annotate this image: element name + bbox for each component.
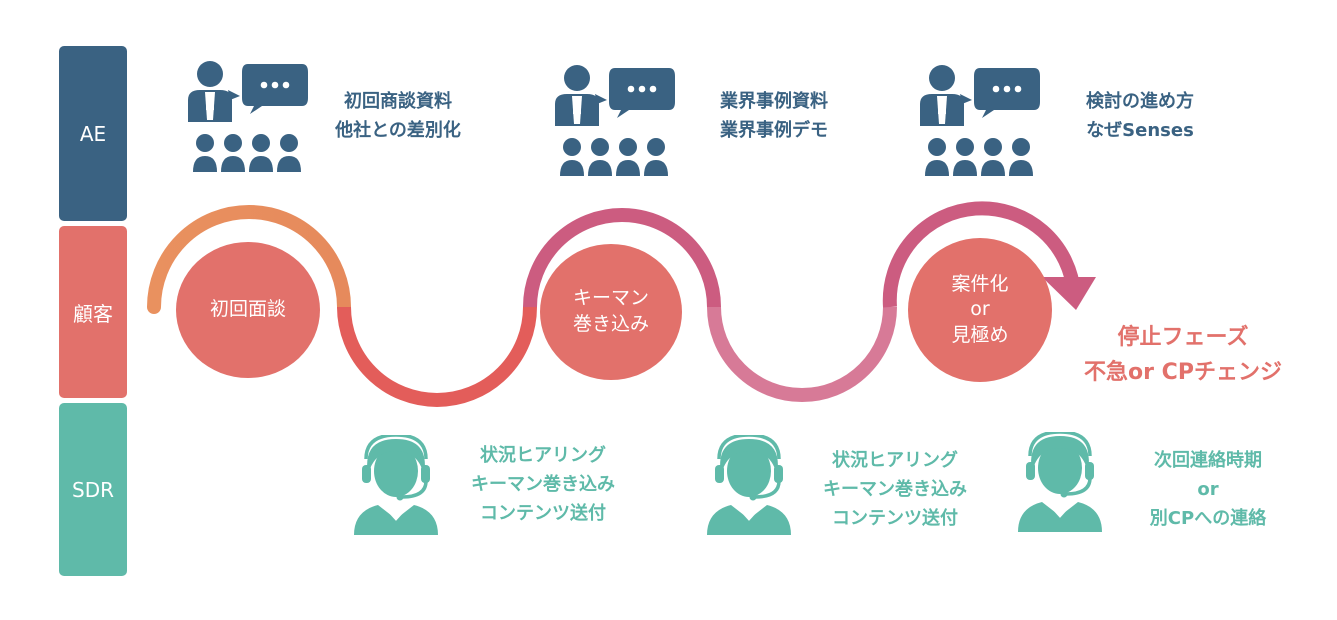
sdr-note-3-line-2: or [1197, 478, 1219, 500]
stop-phase-line-2: 不急or CPチェンジ [1084, 360, 1282, 386]
stop-phase-line-1: 停止フェーズ [1117, 325, 1249, 350]
flow-segment-1 [147, 205, 351, 314]
ae-note-1: 初回商談資料 他社との差別化 [318, 88, 478, 146]
lane-sdr: SDR [59, 403, 127, 576]
sdr-note-1-line-2: キーマン巻き込み [471, 473, 615, 495]
step-deal: 案件化 or 見極め [908, 238, 1052, 382]
sdr-note-2: 状況ヒアリング キーマン巻き込み コンテンツ送付 [800, 447, 990, 533]
sdr-note-3-line-1: 次回連絡時期 [1154, 450, 1262, 471]
ae-note-1-line-1: 初回商談資料 [344, 91, 452, 112]
ae-note-1-line-2: 他社との差別化 [335, 119, 461, 141]
step-deal-line-1: 案件化 [951, 272, 1009, 295]
sdr-note-2-line-2: キーマン巻き込み [823, 478, 967, 500]
sdr-note-1-line-1: 状況ヒアリング [480, 445, 606, 466]
flow-segment-4 [707, 306, 897, 402]
stop-phase-note: 停止フェーズ 不急or CPチェンジ [1068, 320, 1298, 390]
flow-segment-3 [523, 208, 721, 308]
step-deal-line-3: 見極め [951, 323, 1009, 346]
flow-arrowhead [1042, 277, 1096, 310]
sdr-note-3-line-3: 別CPへの連絡 [1149, 507, 1267, 529]
flow-segment-2 [337, 306, 537, 407]
presenter-with-audience-icon [555, 65, 675, 176]
sdr-note-1-line-3: コンテンツ送付 [480, 502, 606, 524]
lane-customer: 顧客 [59, 226, 127, 398]
sdr-note-1: 状況ヒアリング キーマン巻き込み コンテンツ送付 [448, 442, 638, 528]
presenter-with-audience-icon [920, 65, 1040, 176]
ae-note-2-line-1: 業界事例資料 [720, 91, 828, 112]
flow-segment-5 [882, 201, 1081, 308]
operator-headset-icon [707, 435, 791, 535]
presenter-with-audience-icon [188, 61, 308, 172]
ae-note-2: 業界事例資料 業界事例デモ [694, 88, 854, 146]
operator-headset-icon [1018, 432, 1102, 532]
operator-headset-icon [354, 435, 438, 535]
step-deal-line-2: or [970, 298, 990, 321]
sdr-note-2-line-1: 状況ヒアリング [832, 450, 958, 471]
ae-note-3: 検討の進め方 なぜSenses [1060, 88, 1220, 146]
lane-sdr-label: SDR [72, 477, 114, 502]
step-first-meeting-line-1: 初回面談 [209, 298, 286, 321]
lane-ae-label: AE [79, 121, 107, 146]
ae-note-3-line-2: なぜSenses [1086, 119, 1194, 141]
step-keyman-line-1: キーマン [572, 287, 649, 310]
sdr-note-3: 次回連絡時期 or 別CPへの連絡 [1120, 447, 1296, 533]
lane-customer-label: 顧客 [73, 301, 113, 326]
step-keyman-line-2: 巻き込み [572, 313, 649, 335]
ae-note-2-line-2: 業界事例デモ [720, 119, 828, 141]
step-keyman: キーマン 巻き込み [540, 244, 682, 380]
lane-ae: AE [59, 46, 127, 221]
ae-note-3-line-1: 検討の進め方 [1086, 91, 1194, 112]
step-first-meeting: 初回面談 [176, 242, 320, 378]
sdr-note-2-line-3: コンテンツ送付 [832, 507, 958, 529]
